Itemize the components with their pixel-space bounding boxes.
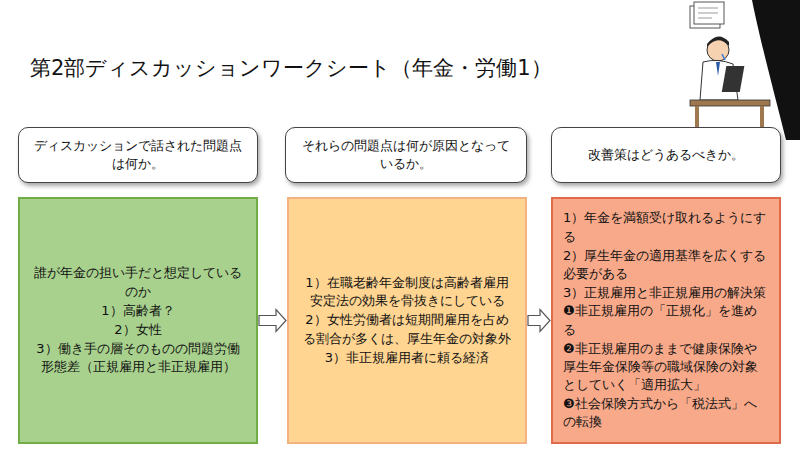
box-text: 2）女性 (30, 321, 246, 339)
box-text: ❷非正規雇用のままで健康保険や厚生年金保険等の職域保険の対象としていく「適用拡大… (563, 340, 769, 395)
content-box: 誰が年金の担い手だと想定しているのか 1）高齢者？2）女性3）働き手の層そのものの… (18, 197, 258, 444)
worker-illustration (690, 2, 770, 132)
box-text: 1）年金を満額受け取れるようにする (563, 209, 769, 245)
content-box: 1）在職老齢年金制度は高齢者雇用安定法の効果を骨抜きにしている2）女性労働者は短… (287, 197, 527, 444)
box-text: 1）高齢者？ (30, 302, 246, 320)
box-text: ディスカッションで話された問題点は何か。 (29, 137, 247, 173)
corner-band (752, 0, 800, 140)
content-box: 1）年金を満額受け取れるようにする2）厚生年金の適用基準を広くする必要がある3）… (551, 197, 781, 444)
column-header-box: 改善策はどうあるべきか。 (551, 127, 781, 183)
box-text: 3）働き手の層そのものの問題労働形態差（正規雇用と非正規雇用） (30, 340, 246, 376)
box-text: 2）厚生年金の適用基準を広くする必要がある (563, 247, 769, 283)
box-text: それらの問題点は何が原因となっているか。 (296, 137, 516, 173)
block-arrow (259, 310, 286, 332)
box-text: 誰が年金の担い手だと想定しているのか (30, 264, 246, 300)
block-arrow (528, 310, 550, 332)
box-text: 改善策はどうあるべきか。 (562, 146, 770, 164)
box-text: 1）在職老齢年金制度は高齢者雇用安定法の効果を骨抜きにしている (299, 274, 515, 310)
box-text: 2）女性労働者は短期間雇用を占める割合が多くは、厚生年金の対象外 (299, 311, 515, 347)
box-text: 3）非正規雇用者に頼る経済 (299, 349, 515, 367)
column-header-box: それらの問題点は何が原因となっているか。 (285, 127, 527, 183)
column-header-box: ディスカッションで話された問題点は何か。 (18, 127, 258, 183)
slide-title: 第2部ディスカッションワークシート（年金・労働1） (30, 54, 552, 82)
box-text: 3）正規雇用と非正規雇用の解決策❶非正規雇用の「正規化」を進める (563, 284, 769, 339)
box-text: ❸社会保険方式から「税法式」への転換 (563, 395, 769, 431)
